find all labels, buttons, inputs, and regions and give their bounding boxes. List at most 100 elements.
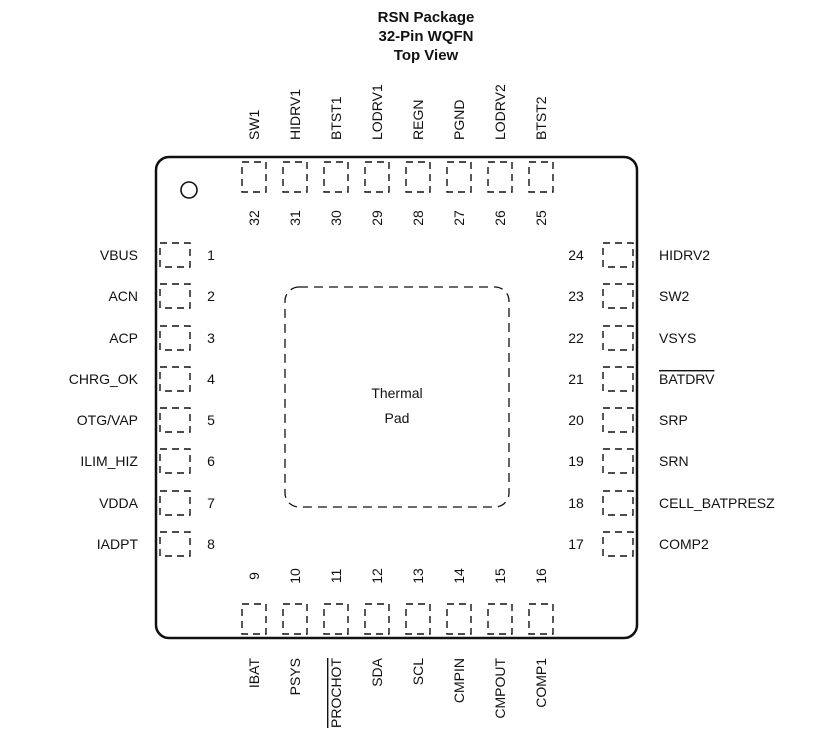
- pin-number-26: 26: [492, 210, 508, 226]
- pin-pad-26: [487, 161, 513, 193]
- pin-pad-8: [159, 531, 191, 557]
- pin-number-32: 32: [246, 210, 262, 226]
- pin-label-27: PGND: [451, 100, 467, 140]
- pin-number-8: 8: [207, 536, 215, 552]
- pin-label-16: COMP1: [533, 658, 549, 708]
- pin-number-5: 5: [207, 412, 215, 428]
- pin-pad-13: [405, 603, 431, 635]
- pin-number-11: 11: [328, 569, 344, 584]
- pin-label-23: SW2: [659, 288, 690, 304]
- package-body: [154, 155, 639, 640]
- pin-label-10: PSYS: [287, 658, 303, 695]
- pin-label-13: SCL: [410, 658, 426, 685]
- thermal-pad-label-2: Pad: [385, 410, 410, 426]
- pin-label-5: OTG/VAP: [77, 412, 138, 428]
- pin-pad-24: [602, 242, 634, 268]
- pin-label-30: BTST1: [328, 96, 344, 140]
- pin-number-28: 28: [410, 210, 426, 226]
- pin-label-24: HIDRV2: [659, 247, 710, 263]
- pin-pad-11: [323, 603, 349, 635]
- package-subtitle: 32-Pin WQFN: [378, 28, 473, 45]
- pin-pad-3: [159, 325, 191, 351]
- pin-pad-20: [602, 407, 634, 433]
- pin-pad-32: [241, 161, 267, 193]
- pin-label-20: SRP: [659, 412, 688, 428]
- view-label: Top View: [394, 47, 459, 64]
- pin-number-18: 18: [568, 495, 584, 511]
- pin-number-20: 20: [568, 412, 584, 428]
- pin-pad-15: [487, 603, 513, 635]
- pin-label-2: ACN: [108, 288, 138, 304]
- pin-number-24: 24: [568, 247, 584, 263]
- pin-label-7: VDDA: [99, 495, 139, 511]
- pin-number-7: 7: [207, 495, 215, 511]
- pin-label-29: LODRV1: [369, 84, 385, 140]
- pin-label-26: LODRV2: [492, 84, 508, 140]
- pin-pad-9: [241, 603, 267, 635]
- pin-number-9: 9: [246, 572, 262, 580]
- pin-pad-7: [159, 490, 191, 516]
- pin-number-2: 2: [207, 288, 215, 304]
- pin1-indicator: [180, 181, 198, 199]
- pin-pad-4: [159, 366, 191, 392]
- pin-pad-28: [405, 161, 431, 193]
- pin-pad-25: [528, 161, 554, 193]
- pin-pad-1: [159, 242, 191, 268]
- pin-pad-27: [446, 161, 472, 193]
- pin-pad-17: [602, 531, 634, 557]
- pin-number-22: 22: [568, 330, 584, 346]
- pin-label-18: CELL_BATPRESZ: [659, 495, 775, 511]
- pin-pad-18: [602, 490, 634, 516]
- pin-pad-5: [159, 407, 191, 433]
- thermal-pad: [284, 286, 510, 508]
- pin-pad-29: [364, 161, 390, 193]
- pin-number-15: 15: [492, 568, 508, 584]
- pin-label-4: CHRG_OK: [69, 371, 139, 387]
- thermal-pad-label-1: Thermal: [371, 385, 422, 401]
- pin-pad-14: [446, 603, 472, 635]
- pin-pad-22: [602, 325, 634, 351]
- pin-label-12: SDA: [369, 657, 385, 686]
- pin-pad-30: [323, 161, 349, 193]
- pin-number-14: 14: [451, 568, 467, 584]
- pin-number-23: 23: [568, 288, 584, 304]
- pin-label-14: CMPIN: [451, 658, 467, 703]
- pin-number-19: 19: [568, 453, 584, 469]
- pin-pad-16: [528, 603, 554, 635]
- pin-pad-2: [159, 283, 191, 309]
- pin-number-21: 21: [568, 371, 584, 387]
- pin-number-27: 27: [451, 210, 467, 226]
- pin-number-16: 16: [533, 568, 549, 584]
- pin-pad-19: [602, 448, 634, 474]
- pin-label-25: BTST2: [533, 96, 549, 140]
- pin-number-29: 29: [369, 210, 385, 226]
- pin-label-17: COMP2: [659, 536, 709, 552]
- pin-label-6: ILIM_HIZ: [80, 453, 138, 469]
- pin-pad-6: [159, 448, 191, 474]
- pin-number-4: 4: [207, 371, 215, 387]
- pin-number-17: 17: [568, 536, 584, 552]
- pin-label-3: ACP: [109, 330, 138, 346]
- pin-pad-31: [282, 161, 308, 193]
- pin-label-8: IADPT: [97, 536, 139, 552]
- pin-number-6: 6: [207, 453, 215, 469]
- pin-number-3: 3: [207, 330, 215, 346]
- pin-number-10: 10: [287, 568, 303, 584]
- pin-label-19: SRN: [659, 453, 689, 469]
- pin-pad-10: [282, 603, 308, 635]
- pin-label-11: PROCHOT: [328, 658, 344, 728]
- pin-label-1: VBUS: [100, 247, 138, 263]
- pin-label-22: VSYS: [659, 330, 696, 346]
- package-title: RSN Package: [378, 9, 475, 26]
- pin-label-15: CMPOUT: [492, 658, 508, 719]
- pin-number-30: 30: [328, 210, 344, 226]
- pin-number-13: 13: [410, 568, 426, 584]
- pin-number-1: 1: [207, 247, 215, 263]
- pin-label-21: BATDRV: [659, 371, 715, 387]
- pin-pad-23: [602, 283, 634, 309]
- pin-label-28: REGN: [410, 100, 426, 140]
- pin-label-31: HIDRV1: [287, 89, 303, 140]
- pin-number-25: 25: [533, 210, 549, 226]
- pin-pad-12: [364, 603, 390, 635]
